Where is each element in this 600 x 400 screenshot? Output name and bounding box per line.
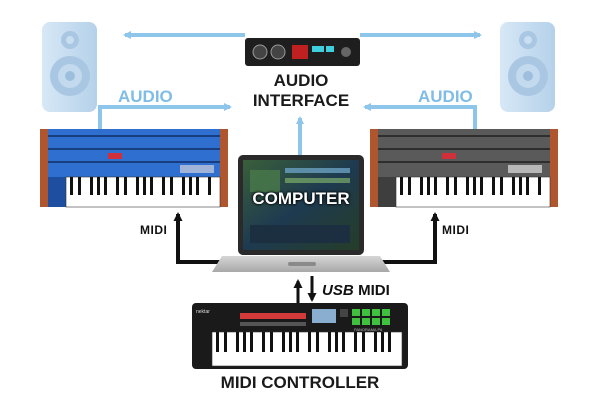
controller-brand-text: nektar xyxy=(196,309,210,315)
usb-midi-suffix: MIDI xyxy=(358,282,390,299)
audio-interface-device xyxy=(245,38,360,66)
left-speaker xyxy=(42,22,97,112)
right-synth-keys xyxy=(400,177,541,195)
midi-right-label: MIDI xyxy=(442,223,470,237)
midi-arrow-computer-to-right-synth xyxy=(380,212,440,264)
right-synthesizer xyxy=(370,129,558,208)
left-synth-keys xyxy=(70,177,211,195)
computer-label: COMPUTER xyxy=(252,189,350,208)
controller-pads xyxy=(352,309,390,325)
midi-arrow-computer-to-left-synth xyxy=(173,212,225,264)
audio-interface-label-line2: INTERFACE xyxy=(252,91,350,110)
usb-label: USB xyxy=(322,282,354,299)
audio-interface-label-line1: AUDIO xyxy=(273,71,329,90)
midi-controller-label: MIDI CONTROLLER xyxy=(220,373,380,392)
midi-left-label: MIDI xyxy=(140,223,168,237)
controller-model-text: PANORAMA P6 xyxy=(354,327,383,332)
laptop-computer xyxy=(212,155,390,272)
controller-keys xyxy=(216,332,391,352)
midi-arrows xyxy=(173,212,440,305)
audio-left-label: AUDIO xyxy=(118,87,173,106)
audio-arrow-left-synth-to-interface xyxy=(98,103,232,130)
left-synthesizer xyxy=(40,129,228,208)
midi-controller-device: nektar PANORAMA P6 xyxy=(192,303,408,369)
right-speaker xyxy=(500,22,555,112)
audio-interface-label: AUDIO INTERFACE xyxy=(240,71,362,111)
audio-arrows xyxy=(98,31,482,155)
usb-midi-label: USB MIDI xyxy=(322,283,390,299)
audio-arrow-right-synth-to-interface xyxy=(363,103,477,130)
audio-right-label: AUDIO xyxy=(418,87,473,106)
